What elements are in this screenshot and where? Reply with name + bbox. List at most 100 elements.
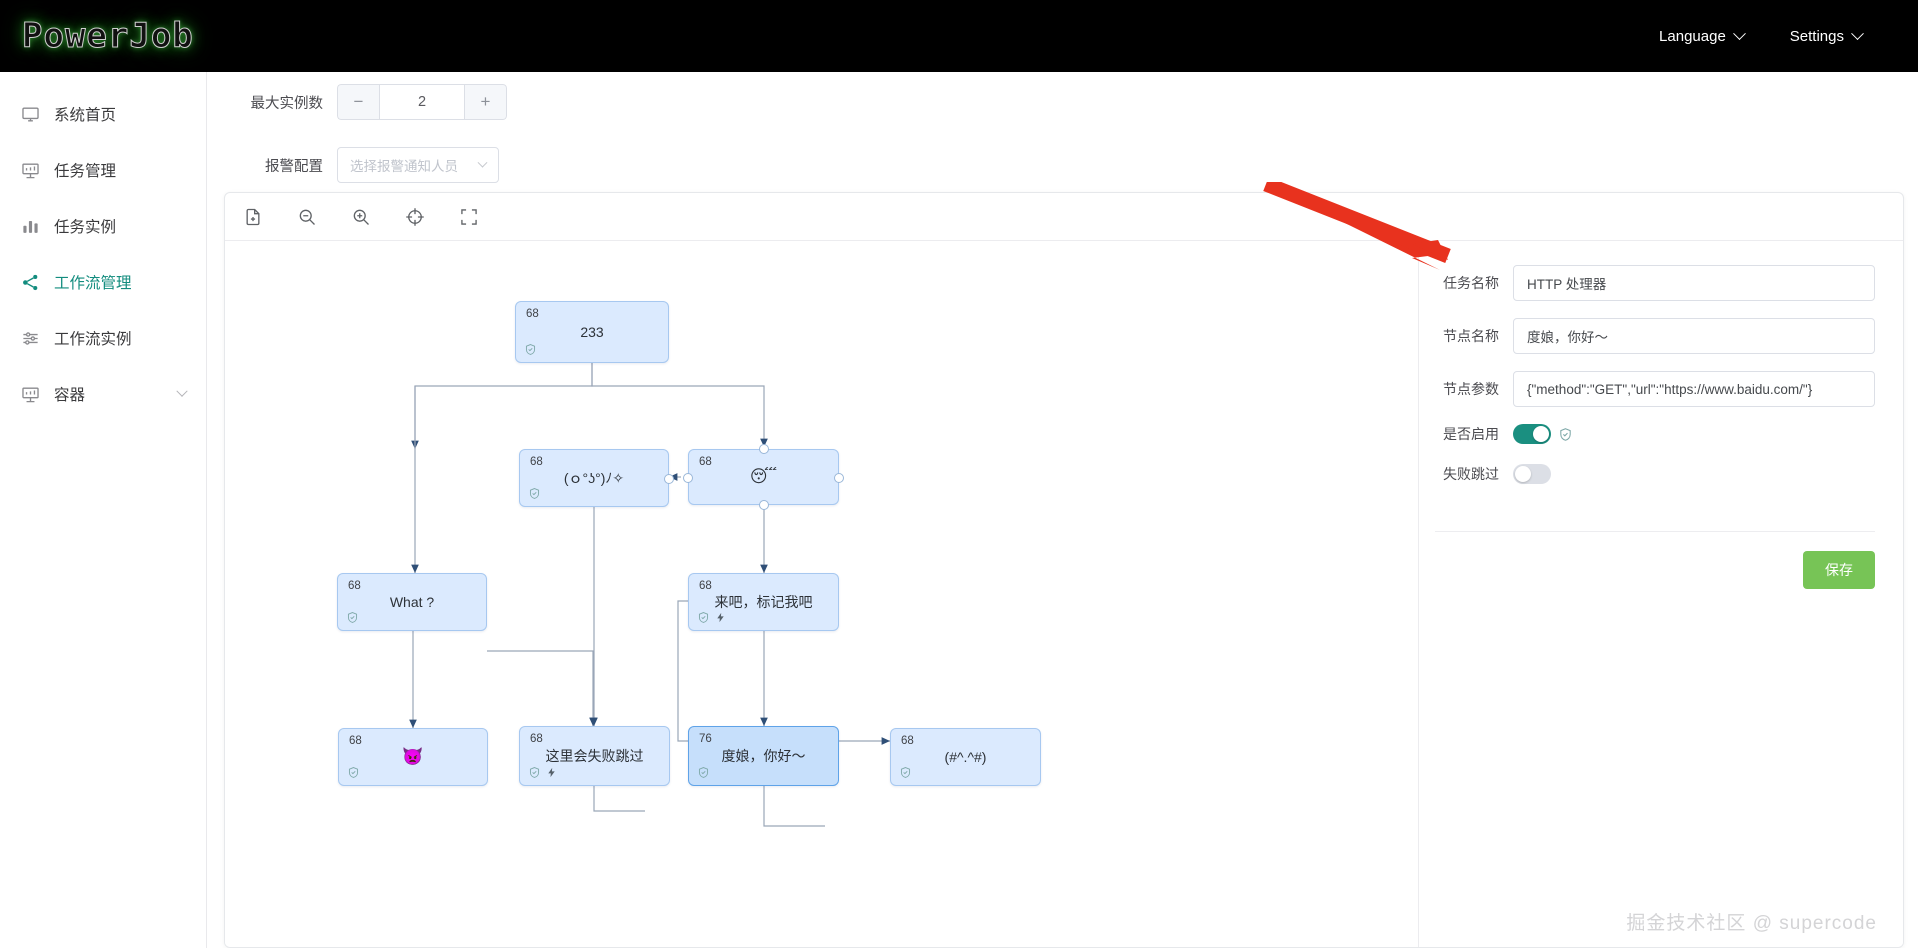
node-anchor-right[interactable]: [834, 473, 844, 483]
workflow-node[interactable]: 68 What ?: [337, 573, 487, 631]
language-label: Language: [1659, 27, 1726, 45]
max-instances-stepper[interactable]: − 2 +: [337, 84, 507, 120]
file-add-icon[interactable]: [241, 205, 265, 229]
sidebar-item-workflow-management[interactable]: 工作流管理: [0, 254, 206, 310]
job-name-row: 任务名称: [1435, 265, 1875, 301]
node-id-badge: 76: [699, 733, 712, 745]
node-label: 度娘，你好～: [721, 748, 806, 764]
node-label: (ｏ°ʖ°)ﾉ✧: [563, 470, 625, 486]
sidebar-item-workflow-instance[interactable]: 工作流实例: [0, 310, 206, 366]
stepper-value[interactable]: 2: [379, 84, 465, 120]
workflow-node[interactable]: 68 😴: [683, 444, 844, 510]
sidebar-item-label: 容器: [54, 387, 86, 404]
editor-body: 68 233 68 (ｏ°ʖ°)ﾉ✧: [225, 241, 1903, 947]
workflow-node[interactable]: 68 这里会失败跳过: [519, 726, 670, 786]
editor-toolbar: [225, 193, 1903, 241]
node-badges: [899, 766, 912, 779]
board-icon: [20, 384, 40, 404]
shield-check-icon: [347, 612, 358, 623]
workflow-node[interactable]: 68 来吧，标记我吧: [688, 573, 839, 631]
monitor-icon: [20, 104, 40, 124]
sidebar-item-label: 系统首页: [54, 107, 117, 124]
node-badges: [697, 766, 710, 779]
language-menu[interactable]: Language: [1659, 26, 1746, 45]
workflow-editor-card: 68 233 68 (ｏ°ʖ°)ﾉ✧: [224, 192, 1904, 948]
top-bar-actions: Language Settings: [1659, 26, 1864, 45]
workflow-node[interactable]: 68 233: [515, 301, 669, 363]
node-name-label: 节点名称: [1443, 328, 1499, 344]
lightning-icon: [717, 612, 724, 623]
alarm-config-row: 报警配置 选择报警通知人员: [207, 141, 1918, 189]
alarm-config-placeholder: 选择报警通知人员: [350, 159, 458, 174]
node-name-row: 节点名称: [1435, 318, 1875, 354]
shield-check-icon: [698, 612, 709, 623]
sidebar-item-job-management[interactable]: 任务管理: [0, 142, 206, 198]
workflow-node[interactable]: 68 👿: [338, 728, 488, 786]
settings-menu[interactable]: Settings: [1789, 26, 1864, 45]
node-name-input[interactable]: [1513, 318, 1875, 354]
node-params-label: 节点参数: [1443, 381, 1499, 397]
shield-check-icon: [348, 767, 359, 778]
toggle-knob: [1515, 466, 1531, 482]
node-id-badge: 68: [348, 580, 361, 592]
max-instances-row: 最大实例数 − 2 +: [207, 78, 1918, 126]
job-name-input[interactable]: [1513, 265, 1875, 301]
shield-check-icon: [698, 767, 709, 778]
node-label: 👿: [402, 747, 424, 766]
chevron-down-icon: [1732, 26, 1746, 40]
workflow-node-selected[interactable]: 76 度娘，你好～: [688, 726, 839, 786]
shield-check-icon: [529, 488, 540, 499]
node-anchor-bottom[interactable]: [759, 500, 769, 510]
zoom-in-icon[interactable]: [349, 205, 373, 229]
job-form-top: 最大实例数 − 2 + 报警配置 选择报警通知人员: [207, 72, 1918, 183]
sidebar-item-label: 工作流实例: [54, 331, 132, 348]
bar-chart-icon: [20, 216, 40, 236]
workflow-node[interactable]: 68 (#^.^#): [890, 728, 1041, 786]
chevron-down-icon: [477, 157, 488, 168]
node-id-badge: 68: [530, 456, 543, 468]
settings-label: Settings: [1789, 27, 1844, 45]
shield-check-icon: [525, 344, 536, 355]
node-label: What ?: [389, 594, 435, 610]
sidebar-item-label: 任务实例: [54, 219, 117, 236]
node-badges: [697, 611, 726, 624]
node-id-badge: 68: [699, 580, 712, 592]
app-logo: PowerJob: [22, 16, 194, 57]
alarm-config-label: 报警配置: [265, 158, 323, 175]
watermark-text: 掘金技术社区 @ supercode: [1626, 913, 1877, 934]
sidebar-item-job-instance[interactable]: 任务实例: [0, 198, 206, 254]
node-label: 😴: [749, 467, 778, 486]
workflow-canvas[interactable]: 68 233 68 (ｏ°ʖ°)ﾉ✧: [225, 241, 1419, 947]
canvas-inner: 68 233 68 (ｏ°ʖ°)ﾉ✧: [225, 241, 1418, 947]
shield-check-icon: [529, 767, 540, 778]
sidebar-item-container[interactable]: 容器: [0, 366, 206, 422]
shield-check-icon: [900, 767, 911, 778]
node-anchor-left[interactable]: [683, 473, 693, 483]
node-label: 来吧，标记我吧: [714, 594, 813, 610]
alarm-config-select[interactable]: 选择报警通知人员: [337, 147, 499, 183]
workflow-node[interactable]: 68 (ｏ°ʖ°)ﾉ✧: [519, 449, 674, 507]
stepper-increment-button[interactable]: +: [465, 84, 507, 120]
lightning-icon: [548, 767, 555, 778]
enable-toggle[interactable]: [1513, 424, 1551, 444]
fit-view-icon[interactable]: [403, 205, 427, 229]
board-icon: [20, 160, 40, 180]
node-params-input[interactable]: [1513, 371, 1875, 407]
node-anchor-right[interactable]: [664, 474, 674, 484]
max-instances-label: 最大实例数: [250, 95, 324, 112]
fullscreen-icon[interactable]: [457, 205, 481, 229]
node-id-badge: 68: [349, 735, 362, 747]
toggle-knob: [1533, 426, 1549, 442]
node-anchor-top[interactable]: [759, 444, 769, 454]
sliders-icon: [20, 328, 40, 348]
node-badges: [528, 487, 541, 500]
shield-check-icon: [1560, 427, 1571, 441]
save-button[interactable]: 保存: [1803, 551, 1875, 589]
node-id-badge: 68: [530, 733, 543, 745]
stepper-decrement-button[interactable]: −: [337, 84, 379, 120]
zoom-out-icon[interactable]: [295, 205, 319, 229]
sidebar-item-home[interactable]: 系统首页: [0, 86, 206, 142]
skip-on-failure-toggle[interactable]: [1513, 464, 1551, 484]
chevron-down-icon[interactable]: [176, 385, 188, 397]
